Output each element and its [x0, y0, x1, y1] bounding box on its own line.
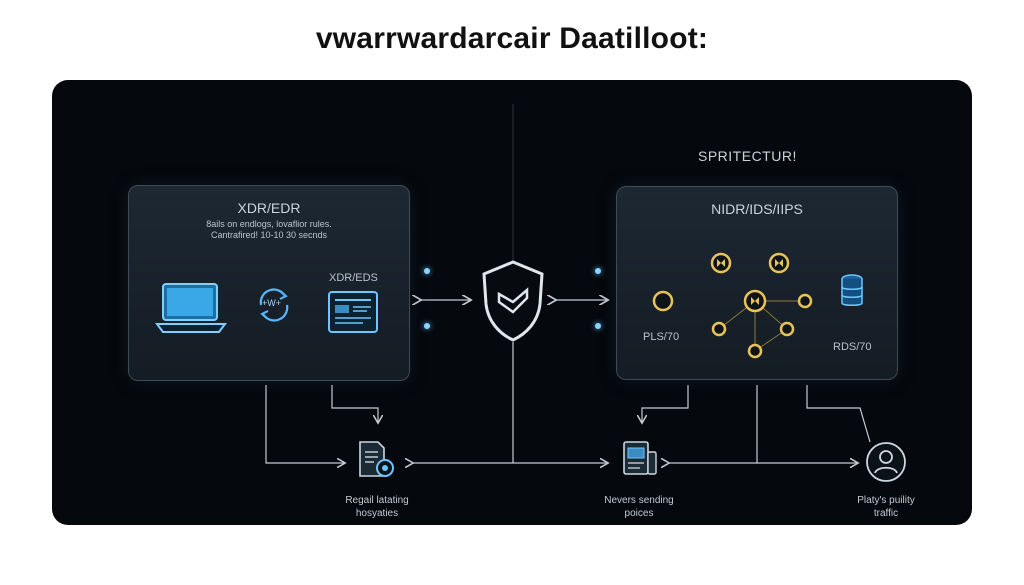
status-dot [595, 323, 601, 329]
status-dot [595, 268, 601, 274]
bottom-left-label: Regail latating hosyaties [302, 494, 452, 520]
nidr-title: NIDR/IDS/IIPS [711, 201, 803, 217]
connector-lines [265, 104, 871, 525]
status-dot [424, 268, 430, 274]
dashboard-icon [328, 291, 378, 333]
nidr-panel: NIDR/IDS/IIPS [616, 186, 898, 380]
xdr-edr-title: XDR/EDR [237, 200, 301, 216]
bottom-mid-label: Nevers sending poices [564, 494, 714, 520]
shield-icon [482, 260, 544, 342]
page-title: vwarrwardarcair Daatilloot: [315, 22, 709, 55]
bottom-right-line1: Platy's puility [857, 495, 915, 506]
sync-icon-label: +W+ [262, 298, 282, 308]
bottom-left-line2: hosyaties [355, 508, 399, 519]
report-icon [623, 441, 657, 475]
bottom-right-label: Platy's puility traffic [811, 494, 961, 520]
bottom-mid-line2: poices [624, 508, 654, 519]
database-icon [841, 274, 863, 306]
section-label: SPRITECTUR! [698, 148, 797, 164]
sync-icon [259, 288, 289, 322]
bottom-left-line1: Regail latating [345, 495, 409, 506]
network-nodes [652, 252, 813, 359]
pls-label: PLS/70 [643, 331, 680, 343]
bottom-mid-line1: Nevers sending [604, 495, 674, 506]
xdr-edr-subtitle-1: 8ails on endlogs, lovaflior rules. [206, 219, 332, 229]
rds-label: RDS/70 [833, 341, 872, 353]
xdr-edr-panel: XDR/EDR 8ails on endlogs, lovaflior rule… [128, 185, 410, 381]
document-icon [359, 441, 394, 477]
xdr-edr-subtitle-2: Cantrafired! 10-10 30 secnds [210, 230, 328, 240]
xdr-eds-label: XDR/EDS [329, 272, 378, 284]
user-icon [866, 442, 906, 482]
status-dot [424, 323, 430, 329]
bottom-right-line2: traffic [873, 508, 899, 519]
diagram-canvas: XDR/EDR 8ails on endlogs, lovaflior rule… [52, 80, 972, 525]
laptop-icon [155, 283, 227, 333]
